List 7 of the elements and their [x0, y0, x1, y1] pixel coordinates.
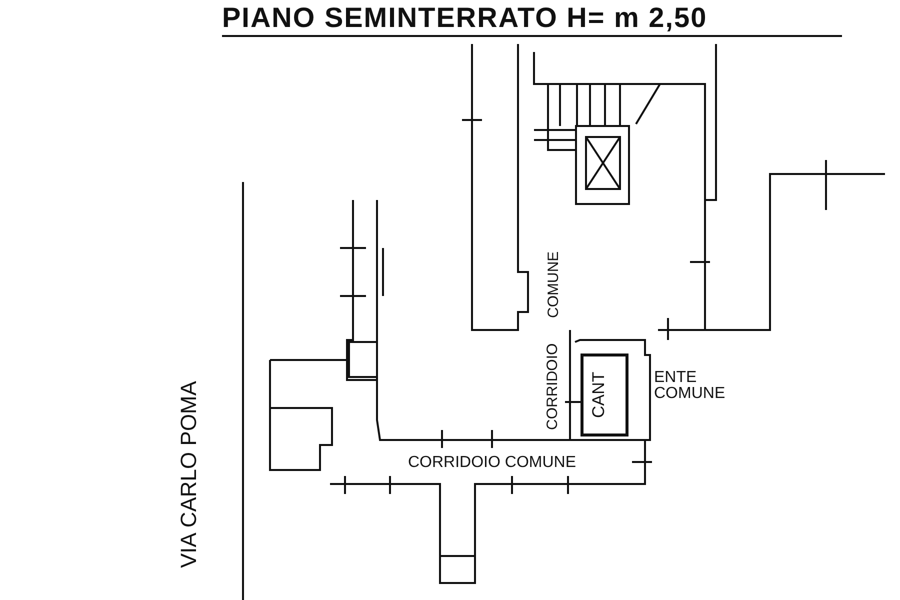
room-label: CANT [590, 372, 607, 418]
room-label: COMUNE [546, 251, 561, 318]
room-label: CORRIDOIO [545, 343, 560, 430]
plan-title: PIANO SEMINTERRATO H= m 2,50 [222, 4, 708, 32]
street-name: VIA CARLO POMA [178, 380, 200, 568]
room-label: ENTE COMUNE [654, 370, 726, 402]
room-label: CORRIDOIO COMUNE [408, 455, 576, 471]
